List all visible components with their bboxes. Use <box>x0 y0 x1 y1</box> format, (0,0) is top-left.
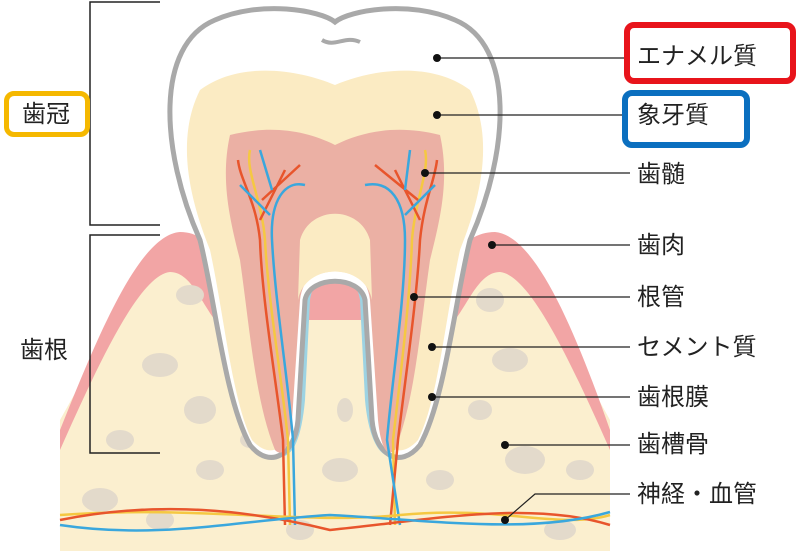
crown-label: 歯冠 <box>22 100 70 128</box>
root-label: 歯根 <box>20 336 68 364</box>
label-dentin: 象牙質 <box>637 101 709 129</box>
label-enamel: エナメル質 <box>637 42 757 70</box>
crown-label-box <box>4 91 90 137</box>
dentin-label-box <box>622 90 750 148</box>
label-alveolar-bone: 歯槽骨 <box>637 430 709 458</box>
leader-dots <box>410 54 509 524</box>
brackets <box>89 1 160 454</box>
enamel-label-box <box>624 22 796 84</box>
leader-lines <box>414 57 630 521</box>
label-pulp: 歯髄 <box>637 160 685 188</box>
label-cementum: セメント質 <box>637 333 757 361</box>
label-periodontal-ligament: 歯根膜 <box>637 383 709 411</box>
label-root-canal: 根管 <box>637 283 685 311</box>
label-gum: 歯肉 <box>637 231 685 259</box>
nerves-vessels <box>59 149 611 532</box>
label-nerve-vessel: 神経・血管 <box>637 480 757 508</box>
gum-shape <box>60 232 610 450</box>
